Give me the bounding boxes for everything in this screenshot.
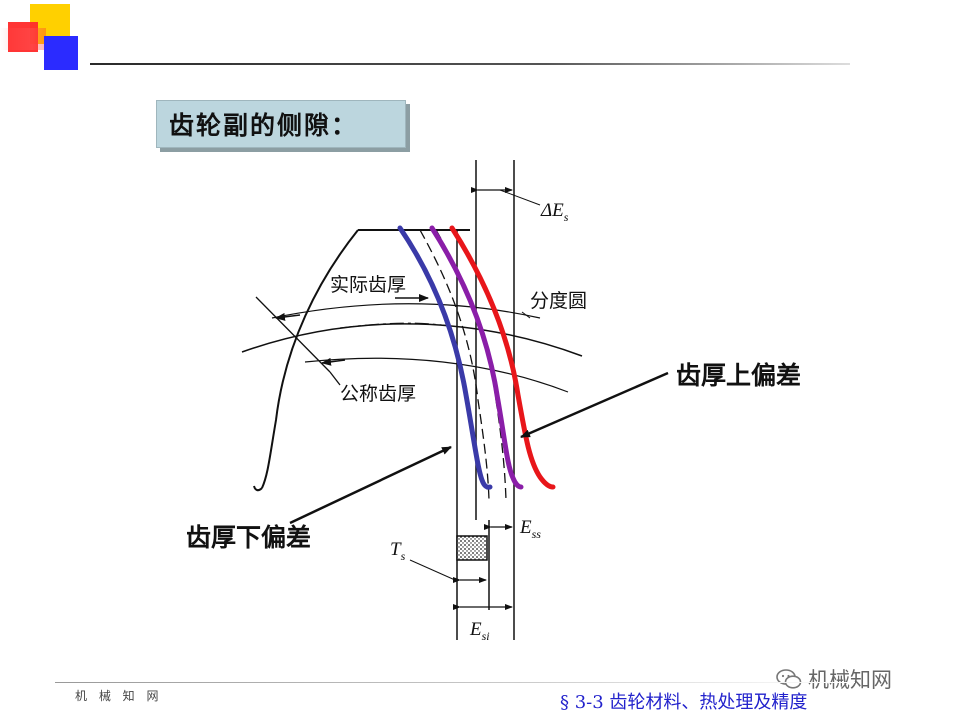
corner-logo xyxy=(0,0,90,75)
logo-fade xyxy=(0,28,46,50)
dashed-profile-1 xyxy=(419,229,490,501)
upper-arc xyxy=(271,303,541,319)
dashed-profile-2 xyxy=(435,229,507,501)
watermark: 机械知网 xyxy=(776,664,892,694)
wechat-icon xyxy=(776,669,802,689)
esi-label: Esi xyxy=(469,619,490,643)
bottom-divider xyxy=(55,682,855,683)
centre-dashed-arc xyxy=(339,322,451,329)
nominal-thickness-label: 公称齿厚 xyxy=(340,383,416,405)
upper-deviation-label: 齿厚上偏差 xyxy=(676,361,801,390)
upper-deviation-leader xyxy=(520,371,669,439)
top-divider xyxy=(90,63,850,65)
pitch-circle-arc xyxy=(241,323,583,357)
ts-label: Ts xyxy=(390,539,406,563)
logo-red-square xyxy=(8,22,38,52)
slide-title: 齿轮副的侧隙： xyxy=(169,111,359,140)
logo-blue-square xyxy=(44,36,78,70)
watermark-text: 机械知网 xyxy=(808,668,892,692)
delta-es-label: ΔEs xyxy=(540,200,569,224)
actual-thickness-label: 实际齿厚 xyxy=(330,274,406,296)
tooth-left-flank xyxy=(261,229,359,489)
tolerance-zone xyxy=(456,535,488,561)
lower-deviation-leader xyxy=(289,445,452,525)
lower-arc xyxy=(304,357,569,393)
purple-profile xyxy=(429,225,524,490)
red-profile-upper xyxy=(449,225,556,490)
ess-label: Ess xyxy=(519,517,541,541)
slide-title-box: 齿轮副的侧隙： xyxy=(156,100,406,148)
footer-section-title: § 3-3 齿轮材料、热处理及精度 xyxy=(560,692,808,713)
lower-deviation-label: 齿厚下偏差 xyxy=(186,523,311,552)
blue-profile-lower xyxy=(397,225,493,490)
pitch-circle-label: 分度圆 xyxy=(530,290,587,312)
footer-left: 机 械 知 网 xyxy=(75,689,163,703)
